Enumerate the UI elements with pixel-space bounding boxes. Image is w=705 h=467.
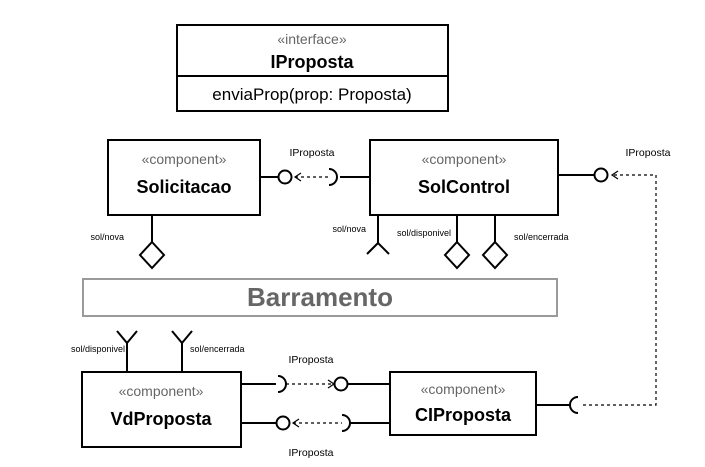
solicitacao-port-sol-nova: sol/nova xyxy=(90,215,166,270)
vdproposta-box xyxy=(81,371,242,448)
solicitacao-name: Solicitacao xyxy=(136,177,231,197)
dependency-lower-arrowhead xyxy=(291,418,300,428)
dependency-arrowhead-right xyxy=(610,170,619,180)
interface-name: IProposta xyxy=(270,52,354,72)
label-iproposta-right: IProposta xyxy=(626,147,671,159)
vdproposta-port-sol-disponivel: sol/disponivel xyxy=(71,330,138,372)
interface-iproposta[interactable]: «interface» IProposta enviaProp(prop: Pr… xyxy=(176,24,449,112)
bus-barramento[interactable]: Barramento xyxy=(82,278,558,317)
vdproposta-name: VdProposta xyxy=(110,409,212,429)
component-vdproposta[interactable]: «component» VdProposta xyxy=(81,371,242,448)
solicitacao-stereotype: «component» xyxy=(142,151,227,167)
vdproposta-fork2-left xyxy=(171,330,183,344)
solcontrol-box xyxy=(369,139,559,216)
ciproposta-required-iproposta-right xyxy=(536,396,579,414)
dependency-ciproposta-solcontrol xyxy=(583,174,657,406)
solicitacao-diamond xyxy=(138,240,166,270)
label-sol-nova-left: sol/nova xyxy=(90,232,124,242)
label-iproposta-bottom: IProposta xyxy=(289,447,334,459)
solicitacao-lollipop xyxy=(277,169,293,185)
ciproposta-right-socket xyxy=(569,396,579,414)
ciproposta-box xyxy=(389,371,537,436)
label-sol-nova-right: sol/nova xyxy=(332,224,366,234)
component-ciproposta[interactable]: «component» CIProposta xyxy=(389,371,537,436)
solcontrol-stereotype: «component» xyxy=(422,151,507,167)
vdproposta-fork2-right xyxy=(181,330,193,344)
solcontrol-fork-left xyxy=(366,242,379,255)
label-sol-disponivel-bottom: sol/disponivel xyxy=(71,344,125,354)
solcontrol-encerrada-diamond xyxy=(481,240,509,270)
ciproposta-stereotype: «component» xyxy=(421,381,506,397)
solcontrol-required-iproposta-left xyxy=(293,168,370,186)
connection-ciproposta-vdproposta: IProposta xyxy=(241,414,390,459)
bus-name: Barramento xyxy=(247,282,393,312)
interface-operation: enviaProp(prop: Proposta) xyxy=(212,85,411,104)
component-solcontrol[interactable]: «component» SolControl xyxy=(369,139,559,216)
label-sol-disponivel-top: sol/disponivel xyxy=(397,228,451,238)
vdproposta-port-sol-encerrada: sol/encerrada xyxy=(171,330,245,372)
interface-box-frame xyxy=(176,24,449,112)
interface-stereotype: «interface» xyxy=(277,31,346,47)
solcontrol-port-sol-encerrada: sol/encerrada xyxy=(481,215,569,270)
solcontrol-socket-left xyxy=(328,168,338,186)
solicitacao-box xyxy=(107,139,261,216)
solcontrol-provided-iproposta: IProposta xyxy=(558,147,671,183)
solcontrol-name: SolControl xyxy=(418,177,510,197)
vdproposta-fork1-right xyxy=(126,330,138,344)
bus-box xyxy=(82,278,558,317)
label-sol-encerrada-top: sol/encerrada xyxy=(514,232,569,242)
ciproposta-name: CIProposta xyxy=(415,405,512,425)
solcontrol-port-sol-nova: sol/nova xyxy=(332,215,390,255)
label-iproposta-mid: IProposta xyxy=(289,354,334,366)
label-iproposta-top: IProposta xyxy=(290,147,335,159)
ciproposta-lower-socket xyxy=(341,414,351,432)
label-sol-encerrada-bottom: sol/encerrada xyxy=(190,344,245,354)
solcontrol-fork-right xyxy=(377,242,390,255)
connection-vdproposta-ciproposta: IProposta xyxy=(241,354,390,393)
vdproposta-stereotype: «component» xyxy=(119,383,204,399)
solcontrol-port-sol-disponivel: sol/disponivel xyxy=(397,215,471,270)
component-solicitacao[interactable]: «component» Solicitacao xyxy=(107,139,261,216)
vdproposta-lower-lollipop xyxy=(275,415,291,431)
solicitacao-provided-iproposta: IProposta xyxy=(260,147,335,185)
dependency-arrowhead-left xyxy=(293,172,302,182)
solcontrol-right-lollipop xyxy=(593,167,609,183)
vdproposta-fork1-left xyxy=(116,330,128,344)
vdproposta-upper-socket xyxy=(277,375,287,393)
ciproposta-upper-lollipop xyxy=(333,376,349,392)
solcontrol-disponivel-diamond xyxy=(443,240,471,270)
